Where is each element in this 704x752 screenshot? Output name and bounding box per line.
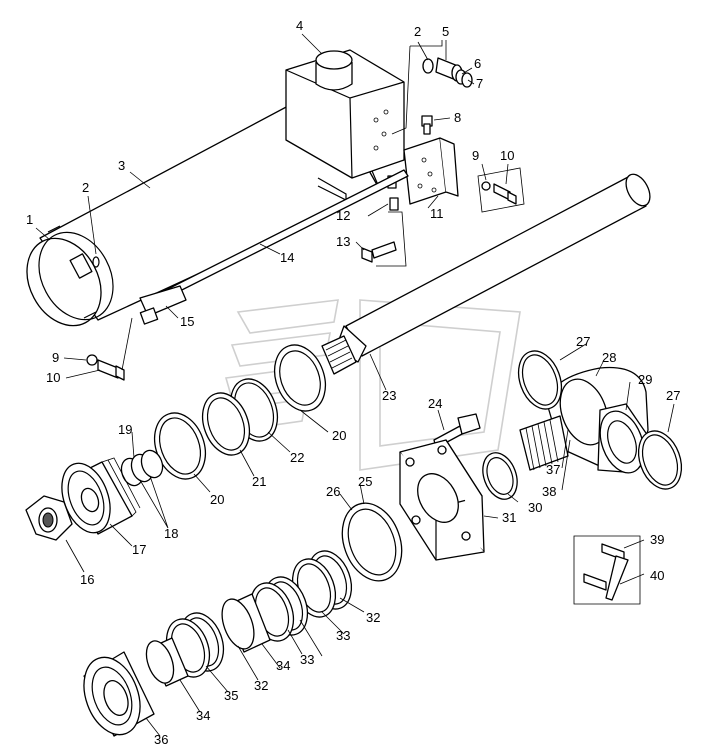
callout-2-port: 2 bbox=[414, 24, 421, 39]
callout-8: 8 bbox=[454, 110, 461, 125]
callout-13: 13 bbox=[336, 234, 350, 249]
callout-36: 36 bbox=[154, 732, 168, 747]
gland-seal-stack bbox=[145, 550, 353, 687]
callout-25: 25 bbox=[358, 474, 372, 489]
callout-40: 40 bbox=[650, 568, 664, 583]
callout-7: 7 bbox=[476, 76, 483, 91]
callout-24: 24 bbox=[428, 396, 442, 411]
callout-32-right: 32 bbox=[366, 610, 380, 625]
leader-lines bbox=[35, 33, 675, 737]
callout-20-lower: 20 bbox=[210, 492, 224, 507]
seal-ring-26 bbox=[341, 502, 403, 582]
callout-10-lower: 10 bbox=[46, 370, 60, 385]
callout-18: 18 bbox=[164, 526, 178, 541]
callout-26: 26 bbox=[326, 484, 340, 499]
callout-22: 22 bbox=[290, 450, 304, 465]
callout-33-right: 33 bbox=[336, 628, 350, 643]
callout-16: 16 bbox=[80, 572, 94, 587]
callout-14: 14 bbox=[280, 250, 294, 265]
callout-34-right: 34 bbox=[276, 658, 290, 673]
small-seal-rings bbox=[120, 449, 164, 487]
seal-rings-upper bbox=[153, 344, 327, 480]
callout-2-barrel: 2 bbox=[82, 180, 89, 195]
bolt-10-lower-group bbox=[86, 317, 133, 381]
callout-9-lower: 9 bbox=[52, 350, 59, 365]
piston-rod bbox=[321, 173, 651, 375]
head-block bbox=[285, 49, 405, 201]
port-fitting-group bbox=[391, 40, 473, 135]
cylinder-gland bbox=[83, 651, 155, 737]
callout-1: 1 bbox=[26, 212, 33, 227]
plug-screw bbox=[421, 115, 433, 135]
callout-29: 29 bbox=[638, 372, 652, 387]
callout-6: 6 bbox=[474, 56, 481, 71]
callout-5: 5 bbox=[442, 24, 449, 39]
callout-27-lower: 27 bbox=[666, 388, 680, 403]
flange-plate bbox=[399, 439, 485, 561]
callout-labels: 1 2 2 3 4 5 6 7 8 9 9 10 10 11 12 13 14 … bbox=[26, 18, 680, 747]
callout-33-left: 33 bbox=[300, 652, 314, 667]
callout-38: 38 bbox=[542, 484, 556, 499]
callout-28: 28 bbox=[602, 350, 616, 365]
valve-block bbox=[403, 137, 459, 205]
callout-15: 15 bbox=[180, 314, 194, 329]
ball-bearing bbox=[597, 403, 649, 474]
callout-10-upper: 10 bbox=[500, 148, 514, 163]
bolt-13-group bbox=[361, 211, 407, 267]
callout-19: 19 bbox=[118, 422, 132, 437]
callout-20-upper: 20 bbox=[332, 428, 346, 443]
callout-21: 21 bbox=[252, 474, 266, 489]
callout-30: 30 bbox=[528, 500, 542, 515]
callout-32-left: 32 bbox=[254, 678, 268, 693]
connecting-pipe bbox=[139, 169, 409, 325]
callout-34-left: 34 bbox=[196, 708, 210, 723]
cylinder-barrel bbox=[26, 87, 381, 327]
callout-11: 11 bbox=[430, 206, 444, 221]
callout-9-upper: 9 bbox=[472, 148, 479, 163]
hex-nut bbox=[25, 495, 73, 541]
callout-3: 3 bbox=[118, 158, 125, 173]
bolt-10-upper-group bbox=[477, 167, 525, 213]
callout-37: 37 bbox=[546, 462, 560, 477]
callout-27-upper: 27 bbox=[576, 334, 590, 349]
callout-17: 17 bbox=[132, 542, 146, 557]
callout-4: 4 bbox=[296, 18, 303, 33]
retaining-rings-27 bbox=[517, 350, 683, 490]
callout-31: 31 bbox=[502, 510, 516, 525]
callout-23: 23 bbox=[382, 388, 396, 403]
locking-bolt-group bbox=[573, 535, 641, 605]
ring-30 bbox=[482, 452, 518, 500]
piston bbox=[61, 457, 141, 535]
callout-12: 12 bbox=[336, 208, 350, 223]
callout-35: 35 bbox=[224, 688, 238, 703]
callout-39: 39 bbox=[650, 532, 664, 547]
